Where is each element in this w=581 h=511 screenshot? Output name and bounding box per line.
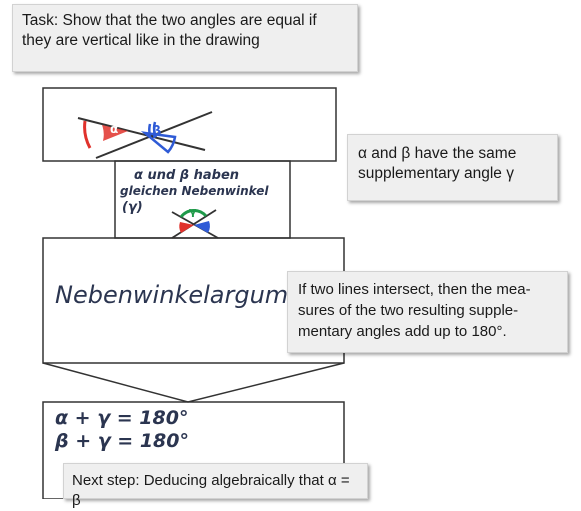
- box2-text-line1: α und β haben: [134, 168, 240, 183]
- theorem-line-1: If two lines intersect, then the mea-: [298, 281, 531, 298]
- task-line-2: they are vertical like in the drawing: [22, 32, 260, 49]
- box3-text: Nebenwinkelargum: [55, 281, 289, 309]
- theorem-callout: If two lines intersect, then the mea- su…: [287, 271, 568, 353]
- theorem-line-3: mentary angles add up to 180°.: [298, 323, 507, 340]
- small-alpha-fill: [179, 222, 194, 233]
- task-callout: Task: Show that the two angles are equal…: [12, 4, 358, 72]
- beta-label: β: [152, 124, 162, 139]
- alpha-angle-arc: [83, 120, 92, 149]
- supplementary-callout: α and β have the same supplementary angl…: [347, 134, 558, 201]
- box2-text-line2: gleichen Nebenwinkel: [120, 184, 269, 198]
- line-a: [77, 117, 206, 151]
- box4-equation-2: β + γ = 180°: [55, 430, 190, 452]
- small-gamma-arc: [179, 208, 208, 218]
- funnel-arrow: [42, 362, 345, 403]
- supplementary-line-1: α and β have the same: [358, 145, 517, 162]
- alpha-label: α: [110, 122, 119, 136]
- alpha-angle-fill: [102, 125, 128, 141]
- supplementary-line-2: supplementary angle γ: [358, 165, 514, 182]
- small-line-b: [171, 209, 217, 239]
- box-4-equations: [42, 401, 345, 499]
- task-line-1: Task: Show that the two angles are equal…: [22, 12, 317, 29]
- box-1-drawing: [42, 87, 337, 162]
- theorem-line-2: sures of the two resulting supple-: [298, 302, 519, 319]
- next-step-text: Next step: Deducing algebraically that α…: [72, 472, 350, 509]
- beta-angle-shape: [140, 131, 177, 154]
- box4-equation-1: α + γ = 180°: [55, 407, 189, 429]
- next-step-callout: Next step: Deducing algebraically that α…: [63, 463, 368, 509]
- gamma-label: γ: [189, 205, 197, 218]
- box2-text-line3: (γ): [122, 200, 143, 215]
- small-beta-fill: [194, 221, 210, 233]
- flow-diagram: [42, 87, 345, 499]
